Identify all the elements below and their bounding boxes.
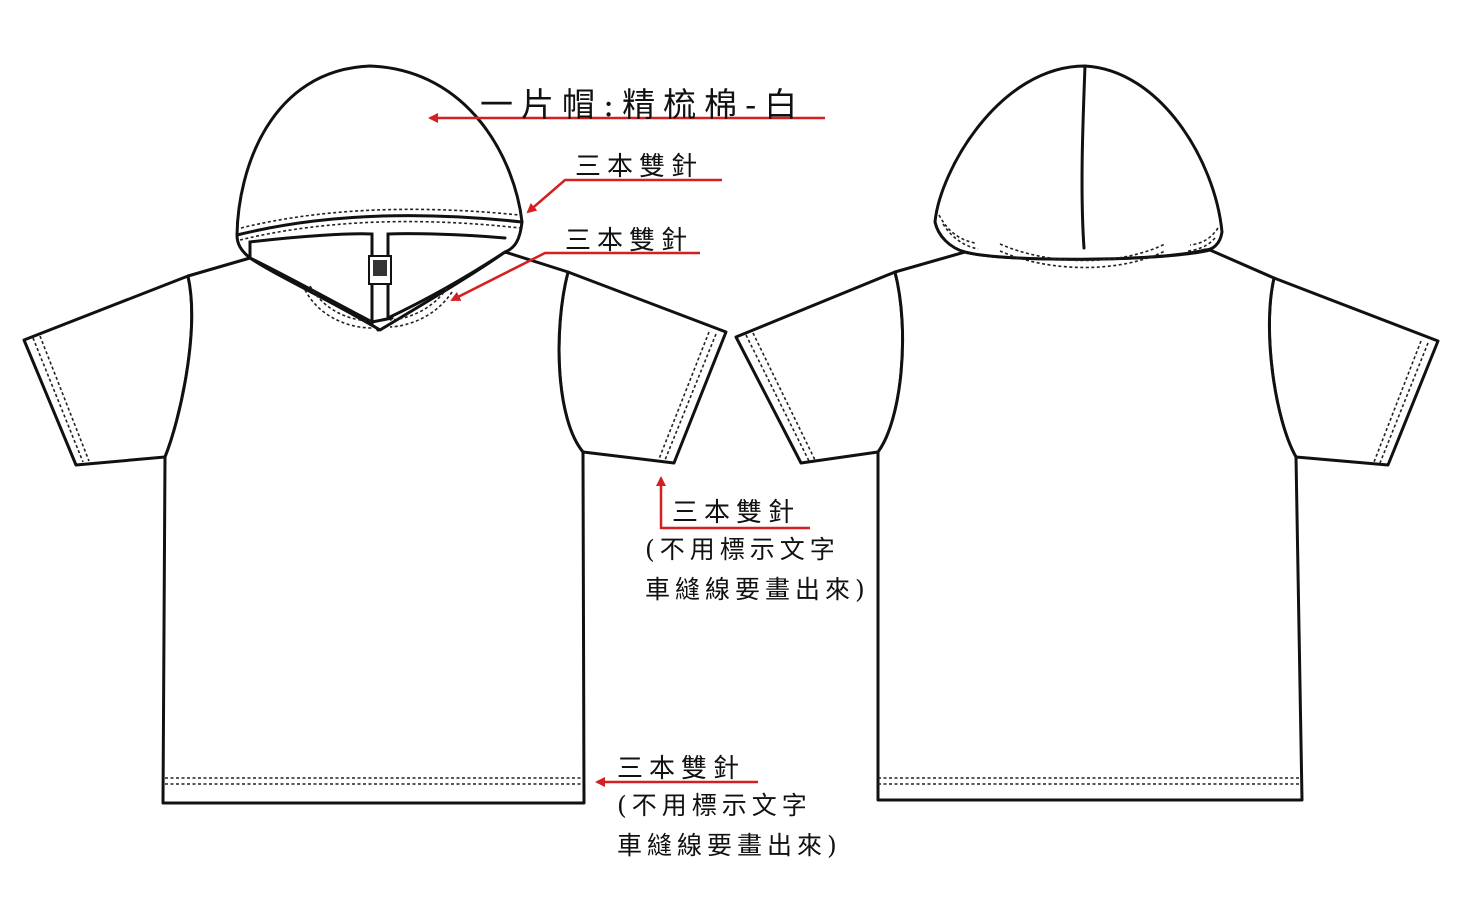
hood-edge-label: 三本雙針	[575, 152, 704, 182]
sleeve-note-line1: (不用標示文字	[645, 535, 840, 564]
neck-arrow	[450, 251, 700, 302]
sleeve-arrow	[656, 476, 810, 530]
sleeve-note-line2: 車縫線要畫出來)	[645, 575, 870, 604]
hood-edge-arrow	[526, 178, 722, 214]
front-view	[22, 64, 728, 805]
hood-label: 一片帽:精梳棉-白	[480, 85, 806, 124]
hem-note-line2: 車縫線要畫出來)	[617, 831, 842, 860]
front-left-sleeve	[22, 274, 194, 467]
hood-center-seam	[1080, 64, 1087, 250]
neck-label: 三本雙針	[565, 226, 694, 256]
annotation-arrows	[428, 113, 825, 787]
back-right-sleeve	[1267, 276, 1440, 467]
back-hood	[933, 64, 1224, 261]
hem-note-line1: (不用標示文字	[617, 791, 812, 820]
right-sleeve-stitch	[664, 333, 717, 461]
neck-stitch	[304, 289, 373, 329]
front-right-sleeve	[557, 270, 728, 465]
sleeve-label: 三本雙針	[672, 498, 801, 528]
left-sleeve-stitch	[32, 337, 84, 463]
hood-opening-edge	[235, 214, 524, 237]
back-neck-stitch	[999, 243, 1166, 262]
back-left-sleeve	[734, 270, 905, 465]
front-hood	[235, 64, 524, 332]
front-body	[161, 250, 586, 805]
back-view	[734, 64, 1440, 802]
hem-label: 三本雙針	[617, 754, 746, 784]
back-body	[876, 248, 1304, 802]
